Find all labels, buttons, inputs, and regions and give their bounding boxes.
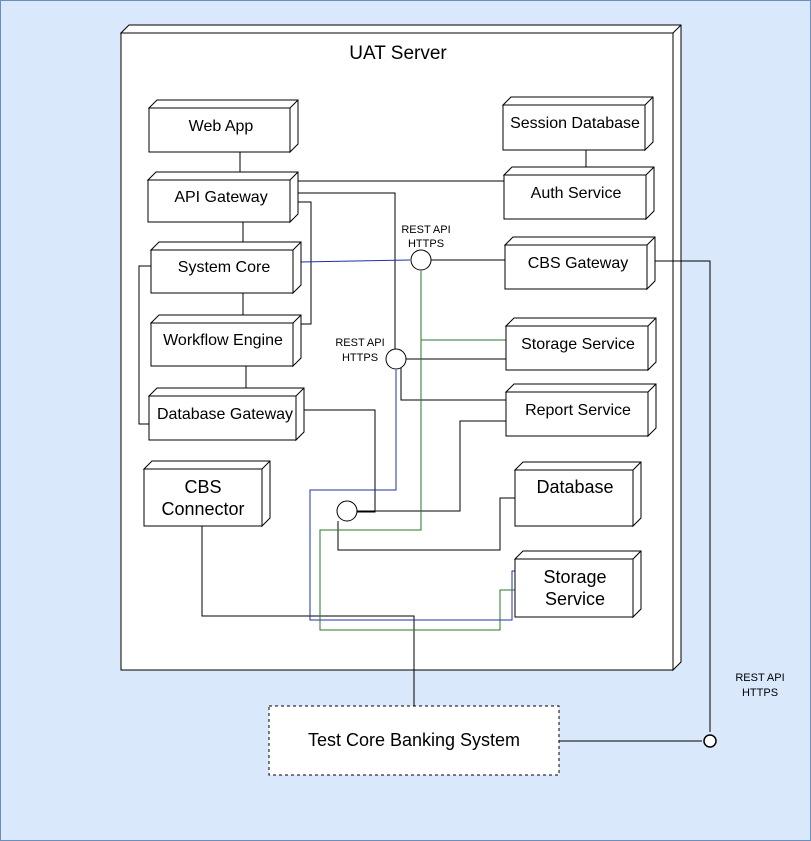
uat-server-title: UAT Server <box>349 43 447 64</box>
database-gateway-label: Database Gateway <box>157 406 293 423</box>
cbs-gateway-node[interactable]: CBS Gateway <box>503 236 656 291</box>
interface-label-external-line1: REST API <box>735 672 784 684</box>
interface-label-middle-line2: HTTPS <box>342 352 378 364</box>
blue-connectors <box>299 259 518 621</box>
auth-service-node[interactable]: Auth Service <box>502 166 655 221</box>
test-core-banking-system-node[interactable]: Test Core Banking System <box>268 705 560 776</box>
web-app-label: Web App <box>189 118 254 135</box>
api-gateway-label: API Gateway <box>174 189 267 206</box>
interface-label-middle-line1: REST API <box>335 337 384 349</box>
database-gateway-node[interactable]: Database Gateway <box>147 387 305 442</box>
report-service-node[interactable]: Report Service <box>504 383 657 438</box>
test-core-banking-label: Test Core Banking System <box>308 730 520 750</box>
connectors <box>138 150 711 742</box>
cbs-connector-label-line1: CBS <box>184 477 221 497</box>
session-database-node[interactable]: Session Database <box>501 96 654 152</box>
interface-label-external-line2: HTTPS <box>742 687 778 699</box>
database-node[interactable]: Database <box>513 461 642 528</box>
interface-label-top-line2: HTTPS <box>408 238 444 250</box>
storage-service-2-node[interactable]: Storage Service <box>513 550 642 619</box>
database-label: Database <box>536 477 613 497</box>
report-service-label: Report Service <box>525 402 631 419</box>
rest-interface-lower[interactable] <box>336 500 358 522</box>
workflow-engine-node[interactable]: Workflow Engine <box>149 314 302 368</box>
storage-service-label: Storage Service <box>521 336 635 353</box>
cbs-connector-label-line2: Connector <box>161 499 244 519</box>
system-core-label: System Core <box>178 259 271 276</box>
interface-label-top-line1: REST API <box>401 224 450 236</box>
workflow-engine-label: Workflow Engine <box>163 332 283 349</box>
green-connectors <box>319 271 515 631</box>
storage-service-2-label-line1: Storage <box>543 567 606 587</box>
storage-service-2-label-line2: Service <box>545 589 605 609</box>
session-database-label: Session Database <box>510 115 640 132</box>
storage-service-node[interactable]: Storage Service <box>504 317 657 372</box>
api-gateway-node[interactable]: API Gateway <box>146 171 299 224</box>
rest-interface-external[interactable] <box>703 734 717 748</box>
web-app-node[interactable]: Web App <box>147 99 299 154</box>
rest-interface-top[interactable] <box>410 249 432 271</box>
rest-interface-middle[interactable] <box>385 348 407 370</box>
auth-service-label: Auth Service <box>531 185 622 202</box>
system-core-node[interactable]: System Core <box>149 241 302 295</box>
cbs-connector-node[interactable]: CBS Connector <box>142 460 271 528</box>
cbs-gateway-label: CBS Gateway <box>528 255 628 272</box>
